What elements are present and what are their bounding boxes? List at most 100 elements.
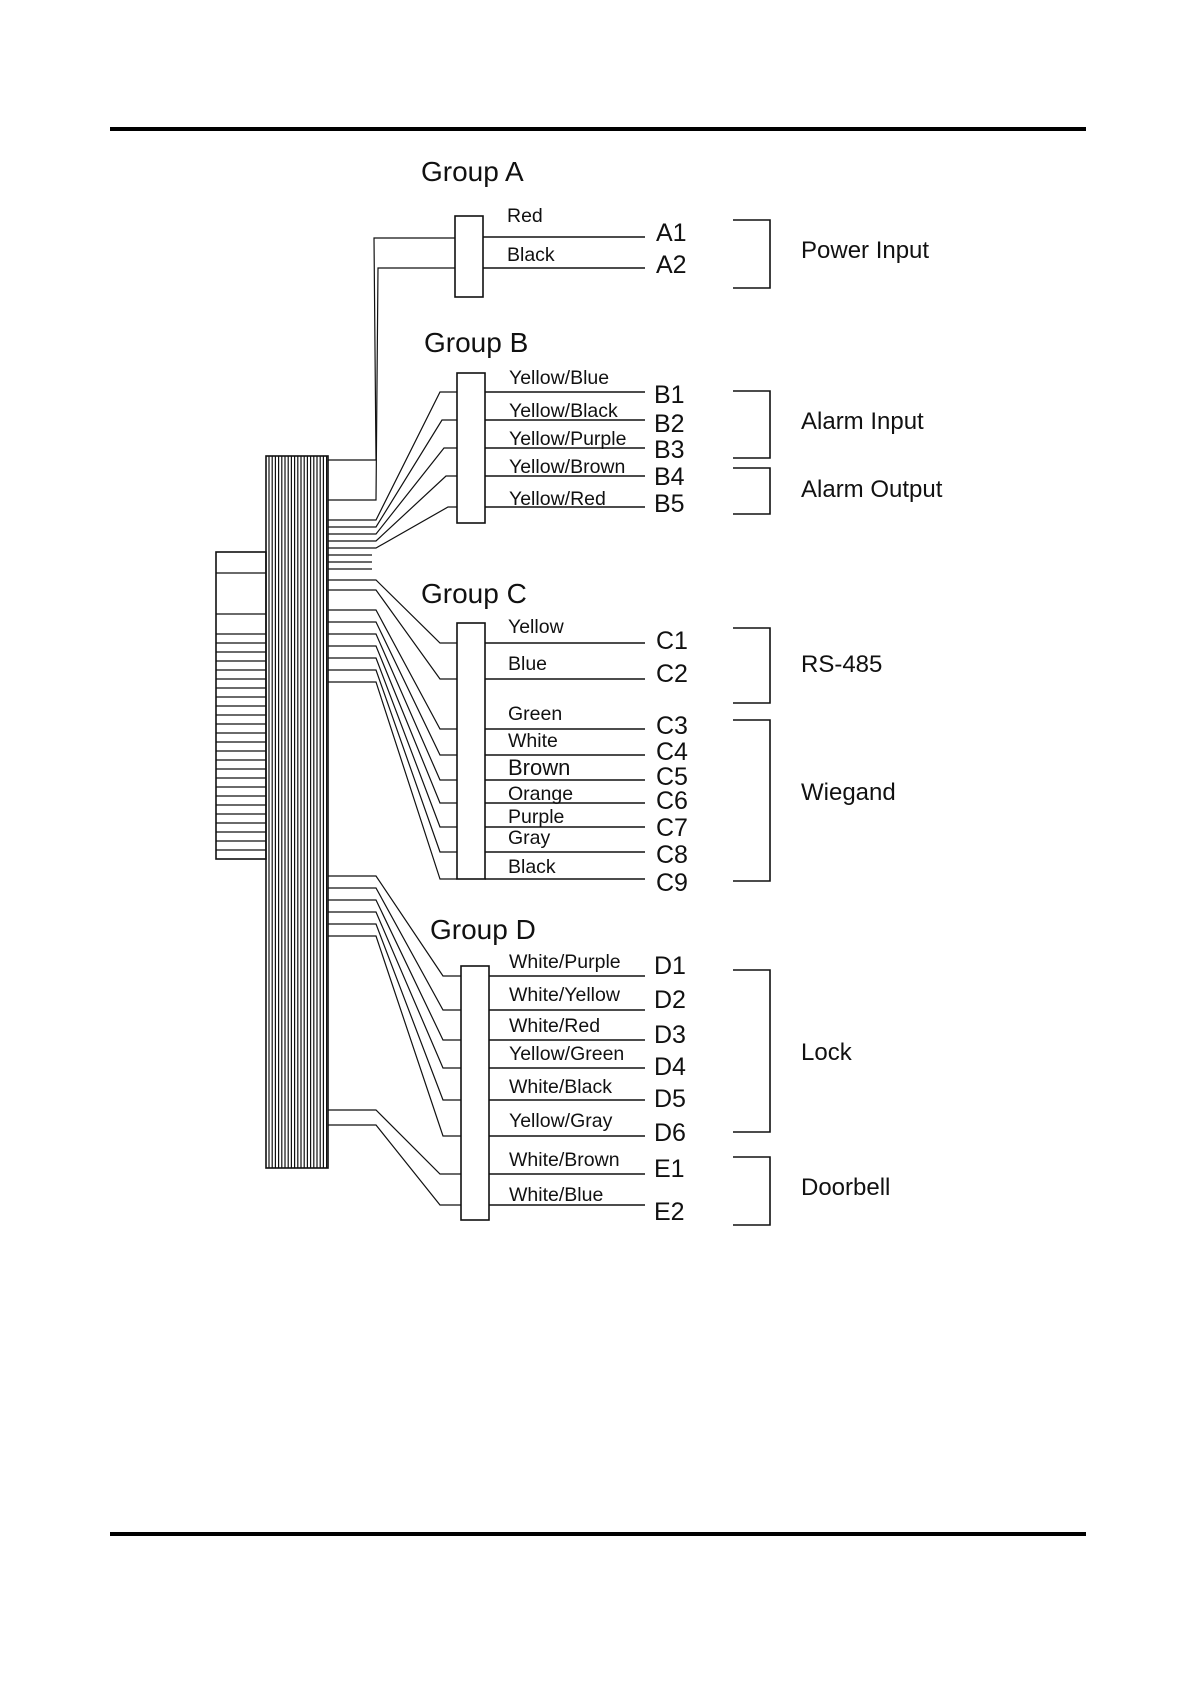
fan-wire [328, 887, 461, 1011]
function-label: Alarm Output [801, 476, 943, 503]
wire-label: Orange [508, 783, 573, 805]
fan-wire [328, 875, 461, 977]
wire-label: Yellow/Black [509, 400, 618, 422]
pin-label: B2 [654, 410, 685, 438]
pin-label: D4 [654, 1053, 686, 1081]
fan-wire [328, 1124, 461, 1206]
wire-label: White [508, 730, 558, 752]
wire-label: White/Red [509, 1015, 600, 1037]
group-c-terminal-block [456, 622, 486, 880]
pin-label: C6 [656, 787, 688, 815]
wire-label: White/Blue [509, 1184, 603, 1206]
wire-label: Red [507, 205, 543, 227]
fan-wire [328, 475, 457, 542]
wire-label: Brown [508, 755, 570, 780]
bracket-power-input [733, 219, 771, 289]
connector-tab-ridges [216, 572, 266, 851]
fan-wire [328, 1109, 461, 1175]
fan-wire [328, 589, 457, 680]
pin-label: D5 [654, 1085, 686, 1113]
wire-label: White/Brown [509, 1149, 620, 1171]
pin-label: C8 [656, 841, 688, 869]
wire-label: Yellow/Blue [509, 367, 609, 389]
function-label: Alarm Input [801, 408, 924, 435]
fan-wire [328, 579, 457, 644]
wire-label: Yellow/Red [509, 488, 606, 510]
fan-out-wires [328, 237, 461, 1206]
fan-wire [328, 609, 457, 730]
pin-label: C9 [656, 869, 688, 897]
pin-label: E1 [654, 1155, 685, 1183]
pin-label: D3 [654, 1021, 686, 1049]
fan-wire [328, 681, 457, 880]
group-b-terminal-block [456, 372, 486, 524]
group-b: Group B Yellow/Blue Yellow/Black Yellow/… [424, 327, 685, 524]
bracket-lock [733, 969, 771, 1133]
pin-label: D1 [654, 952, 686, 980]
function-label: Doorbell [801, 1174, 890, 1201]
fan-wire [328, 911, 461, 1069]
wire-label: Blue [508, 653, 547, 675]
pin-label: C2 [656, 660, 688, 688]
pin-label: C4 [656, 738, 688, 766]
group-a: Group A Red Black A1 A2 [421, 156, 687, 298]
group-a-title: Group A [421, 156, 524, 187]
wire-label: Green [508, 703, 562, 725]
function-label: Lock [801, 1039, 853, 1066]
wire-label: Yellow/Purple [509, 428, 626, 450]
pin-label: C7 [656, 814, 688, 842]
wire-label: White/Black [509, 1076, 612, 1098]
function-label: Wiegand [801, 779, 896, 806]
pin-label: B5 [654, 490, 685, 518]
pin-label: A1 [656, 219, 687, 247]
pin-label: C3 [656, 712, 688, 740]
function-brackets: Power Input Alarm Input Alarm Output RS-… [733, 219, 943, 1226]
function-label: Power Input [801, 237, 929, 264]
fan-wire [328, 419, 457, 528]
group-a-terminal-block [454, 215, 484, 298]
pin-label: C5 [656, 763, 688, 791]
fan-wire [328, 935, 461, 1137]
connector-block-ridges [268, 456, 328, 1168]
fan-wire [328, 669, 457, 853]
pin-label: B4 [654, 463, 685, 491]
wire-label: Gray [508, 827, 551, 849]
pin-label: C1 [656, 627, 688, 655]
fan-wire [328, 645, 457, 804]
fan-wire [328, 447, 457, 535]
group-b-title: Group B [424, 327, 528, 358]
group-d-title: Group D [430, 914, 536, 945]
group-d: Group D White/Purple White/Yellow White/… [430, 914, 686, 1226]
wire-label: Yellow/Gray [509, 1110, 613, 1132]
bracket-wiegand [733, 719, 771, 882]
group-c: Group C Yellow Blue Green White Brown Or… [421, 578, 688, 897]
device-connector [215, 455, 329, 1169]
bracket-alarm-output [733, 467, 771, 515]
fan-wire [328, 633, 457, 781]
wire-label: White/Purple [509, 951, 621, 973]
bracket-rs-485 [733, 627, 771, 704]
fan-wire [328, 899, 461, 1041]
group-c-title: Group C [421, 578, 527, 609]
fan-wire [328, 237, 455, 461]
wire-label: Purple [508, 806, 564, 828]
fan-wire [328, 267, 455, 501]
fan-wire [328, 391, 457, 521]
pin-label: D6 [654, 1119, 686, 1147]
fan-wire [328, 657, 457, 828]
fan-wire [328, 506, 457, 549]
group-d-terminal-block [460, 965, 490, 1221]
fan-wire [328, 923, 461, 1101]
pin-label: A2 [656, 251, 687, 279]
wire-label: Black [508, 856, 556, 878]
bracket-doorbell [733, 1156, 771, 1226]
bracket-alarm-input [733, 390, 771, 459]
function-label: RS-485 [801, 651, 882, 678]
wire-label: Yellow/Brown [509, 456, 625, 478]
pin-label: B3 [654, 436, 685, 464]
pin-label: E2 [654, 1198, 685, 1226]
connector-block [265, 455, 329, 1169]
wire-label: Black [507, 244, 555, 266]
wire-label: Yellow/Green [509, 1043, 624, 1065]
